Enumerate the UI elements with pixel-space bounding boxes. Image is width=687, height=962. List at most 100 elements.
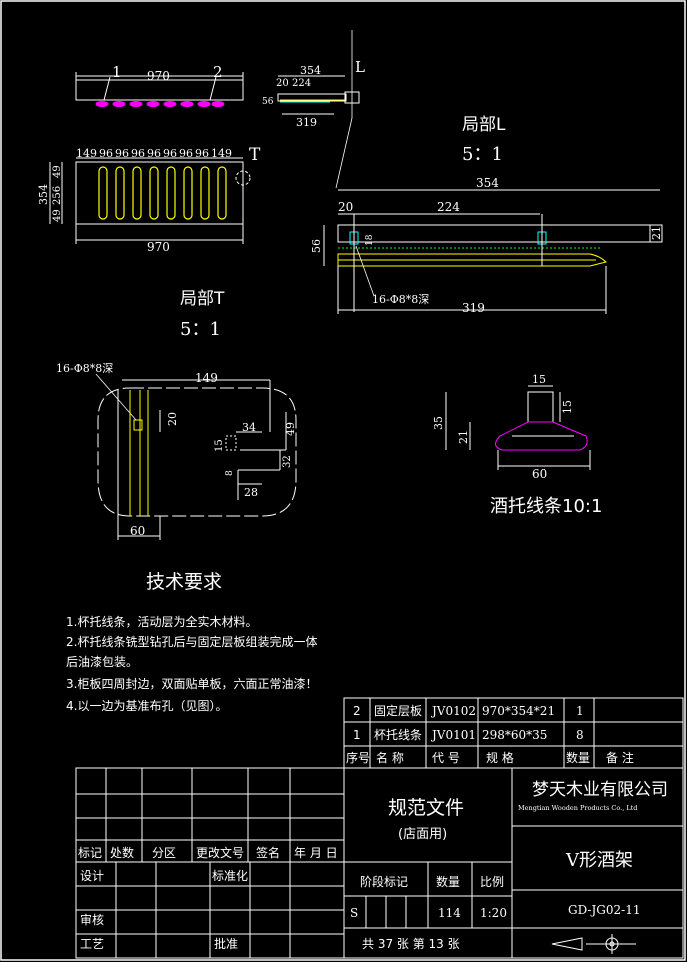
bom-text: 2 固定层板 JV0102 970*354*21 1 1 杯托线条 JV0101… [346,703,634,765]
front-length-dim: 970 [147,69,170,83]
detail-L-dim-56: 56 [310,239,323,253]
detail-T-dim-15: 15 [214,439,225,452]
bom-h-name: 名 称 [376,750,404,765]
dim-49-top: 49 [52,165,63,178]
side-view: 354 20 224 56 319 L [262,30,365,189]
detail-L-dim-354: 354 [476,176,499,190]
bom-r2-spec: 298*60*35 [482,728,547,742]
callout-2: 2 [213,63,223,81]
doc-type: 规范文件 [388,797,464,819]
drawing-number: GD-JG02-11 [568,903,640,917]
bom-r1-code: JV0102 [430,704,476,718]
detail-tag-L: L [355,58,365,76]
bom-h-qty: 数量 [566,750,590,765]
detail-L-dim-21: 21 [650,226,663,240]
review-label: 审核 [80,912,104,927]
design-label: 设计 [80,869,104,883]
detail-T-dim-28: 28 [244,486,258,499]
profile-dim-60: 60 [532,467,547,481]
detail-T-dim-8: 8 [225,470,235,476]
detail-T-dim-49: 49 [284,422,297,436]
detail-T-dim-149: 149 [195,371,218,385]
bottom-length-dim: 970 [147,240,170,254]
bom-h-remark: 备 注 [606,750,634,765]
profile-dim-21: 21 [457,430,470,444]
detail-tag-T: T [249,145,261,165]
detail-T: 局部T 5：1 16-Φ8*8深 149 20 34 49 15 32 8 28… [56,289,297,540]
detail-T-hole-note: 16-Φ8*8深 [56,362,113,375]
profile-dim-15-right: 15 [561,400,574,414]
bom-r1-qty: 1 [576,704,584,718]
company-name-en: Mengtian Wooden Products Co., Ltd [518,804,637,812]
qty-value: 114 [438,906,461,920]
stage-value: S [350,906,358,920]
bom-r2-code: JV0101 [430,728,476,742]
tech-line-2: 2.杯托线条铣型钻孔后与固定层板组装完成一体 [66,634,317,649]
product-name: V形酒架 [565,850,633,871]
side-dim-319: 319 [296,116,317,129]
callout-1: 1 [112,63,122,81]
detail-L-dim-319: 319 [462,301,485,315]
side-dim-224: 224 [292,78,311,89]
process-label: 工艺 [80,937,104,951]
title-block-text: 标记 处数 分区 更改文号 签名 年 月 日 设计 标准化 审核 工艺 批准 规… [78,780,668,951]
bom-r1-no: 2 [353,704,361,718]
rev-date: 年 月 日 [294,846,338,860]
dim-354-left: 354 [37,184,50,205]
standard-label: 标准化 [212,869,248,883]
tech-line-1: 1.杯托线条，活动层为全实木材料。 [66,614,257,629]
detail-L-title: 局部L [462,115,506,135]
bom-r2-qty: 8 [576,728,584,742]
profile-view: 15 15 35 21 60 酒托线条10:1 [432,373,602,517]
tech-heading: 技术要求 [146,571,222,593]
bom-r2-name: 杯托线条 [374,728,422,742]
rev-count: 处数 [110,845,134,860]
detail-T-scale: 5：1 [180,319,221,340]
rev-mark: 标记 [78,846,102,860]
scale-label: 比例 [480,875,504,889]
scale-value: 1:20 [480,906,507,920]
doc-sub: (店面用) [398,827,447,842]
front-view: 1 2 970 [75,63,244,107]
tech-line-4: 3.柜板四周封边，双面贴单板，六面正常油漆！ [66,677,317,691]
detail-T-dim-32: 32 [282,455,293,468]
side-dim-354: 354 [300,64,321,77]
side-dim-20: 20 [276,78,289,89]
detail-L-hole-note: 16-Φ8*8深 [372,293,429,306]
stage-label: 阶段标记 [360,874,408,889]
side-dim-56: 56 [262,97,274,107]
bom-h-spec: 规 格 [486,750,514,765]
title-block-grid [75,767,684,959]
detail-L-scale: 5：1 [462,144,503,165]
profile-title: 酒托线条10:1 [490,496,602,517]
detail-L-dim-18: 18 [365,234,375,246]
company-name: 梦天木业有限公司 [532,780,668,800]
tech-requirements: 技术要求 1.杯托线条，活动层为全实木材料。 2.杯托线条铣型钻孔后与固定层板组… [66,571,317,713]
bom-h-code: 代 号 [432,751,460,765]
detail-L: 局部L 5：1 354 20 224 21 56 18 16-Φ8*8深 319 [310,115,663,315]
tech-line-3: 后油漆包装。 [66,655,138,669]
detail-T-dim-20: 20 [166,412,179,426]
rev-zone: 分区 [152,846,176,860]
profile-dim-35: 35 [432,416,445,430]
bom-r2-no: 1 [353,728,361,742]
projection-symbol-icon [551,934,636,954]
sheet-count: 共 37 张 第 13 张 [362,937,460,951]
rev-sign: 签名 [256,845,280,860]
detail-T-dim-34: 34 [242,421,256,434]
profile-dim-15-top: 15 [532,373,546,386]
bom-r1-spec: 970*354*21 [482,704,555,718]
approve-label: 批准 [214,936,238,951]
detail-T-title: 局部T [180,289,225,309]
bom-r1-name: 固定层板 [374,703,422,718]
dim-256: 256 [52,186,63,205]
rev-docno: 更改文号 [196,845,244,860]
detail-T-dim-60: 60 [130,524,145,538]
detail-L-dim-20: 20 [338,200,353,214]
dim-49-bottom: 49 [52,209,63,222]
bom-h-no: 序号 [346,750,370,765]
